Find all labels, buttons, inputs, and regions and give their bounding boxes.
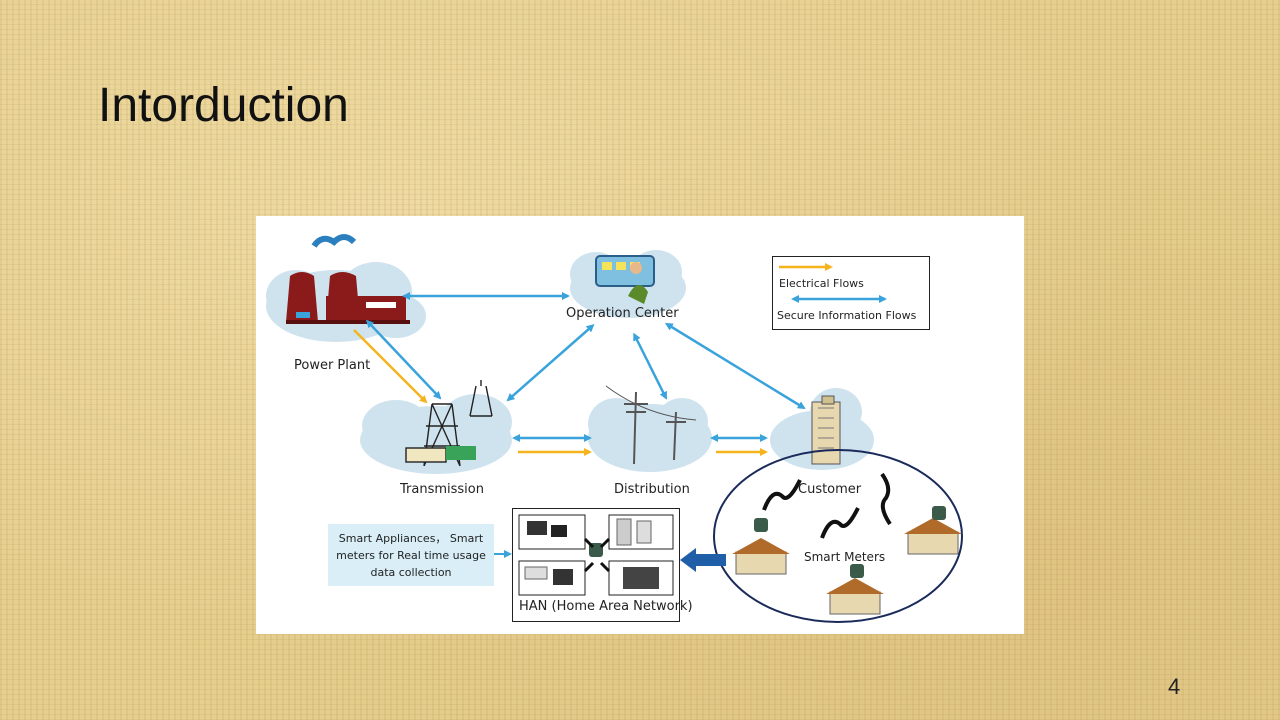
- house-icon: [732, 518, 790, 575]
- legend-electrical-label: Electrical Flows: [779, 277, 864, 290]
- callout-box: Smart Appliances， Smart meters for Real …: [328, 524, 494, 586]
- slide-number: 4: [1168, 674, 1181, 699]
- distribution-label: Distribution: [614, 482, 690, 497]
- distribution-poles-icon: [605, 385, 697, 465]
- smart-grid-diagram: HAN (Home Area Network) Smart Appliances…: [256, 216, 1024, 634]
- power-plant-icon: [286, 234, 410, 324]
- house-icon: [904, 506, 962, 555]
- information-flow-arrows: [365, 292, 806, 442]
- operation-center-label: Operation Center: [566, 306, 679, 321]
- electrical-flow-arrows: [353, 329, 768, 456]
- customer-area-circle: [713, 449, 963, 623]
- operation-center-icon: [595, 255, 655, 304]
- distribution-cloud: [588, 398, 712, 472]
- legend-information-label: Secure Information Flows: [777, 309, 917, 322]
- han-label: HAN (Home Area Network): [519, 599, 693, 614]
- slide-title: Intorduction: [98, 79, 349, 132]
- han-box: HAN (Home Area Network): [512, 508, 693, 622]
- legend: Electrical Flows Secure Information Flow…: [772, 256, 930, 330]
- diagram-canvas: [266, 234, 963, 623]
- meter-connection-lines: [762, 472, 892, 539]
- customer-label: Customer: [798, 482, 862, 497]
- transmission-tower-icon: [405, 380, 493, 467]
- han-link-arrow: [680, 548, 726, 572]
- power-plant-label: Power Plant: [294, 358, 371, 373]
- legend-arrows: [779, 263, 887, 303]
- house-icon: [826, 564, 884, 615]
- customer-building-icon: [811, 395, 841, 465]
- han-appliances: [518, 514, 674, 596]
- transmission-label: Transmission: [400, 482, 484, 497]
- smart-meters-label: Smart Meters: [804, 550, 886, 564]
